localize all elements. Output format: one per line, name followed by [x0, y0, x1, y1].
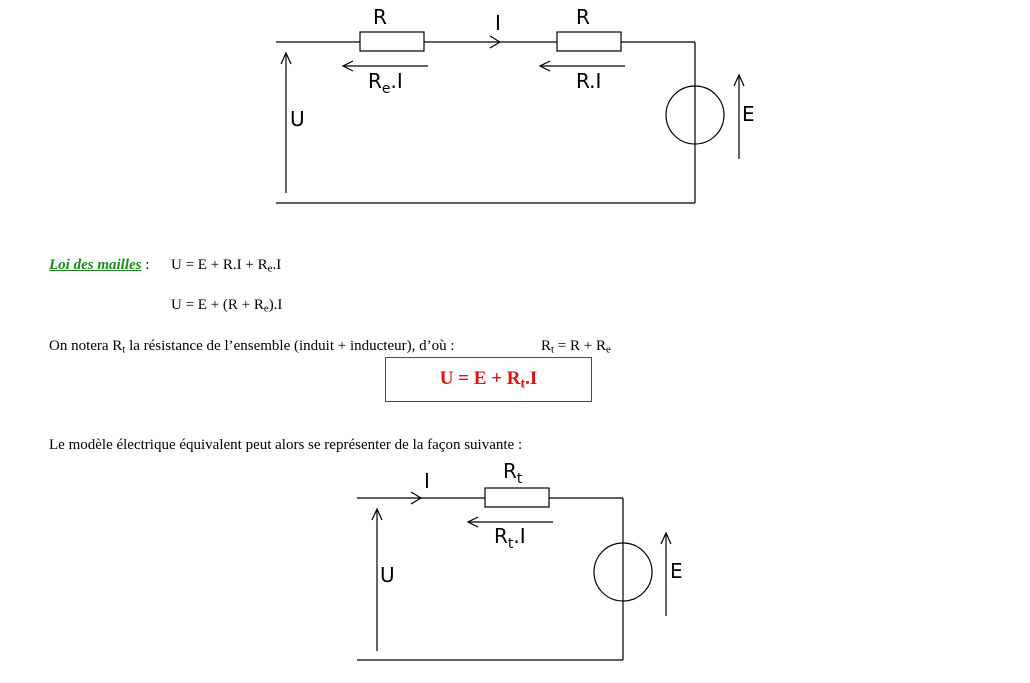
resistor-Rt — [484, 487, 550, 508]
label-Rt: Rt — [503, 459, 523, 487]
rt-definition: Rt = R + Re — [541, 338, 611, 356]
voltage-E-arrowhead — [660, 531, 672, 545]
drop-left-arrowhead — [341, 60, 354, 72]
voltage-U-arrowhead — [280, 51, 292, 65]
label-drop-left: Re.I — [368, 69, 403, 97]
label-E: E — [742, 102, 755, 126]
label-R-right: R — [576, 5, 590, 29]
law-colon: : — [141, 257, 150, 273]
circuit-1 — [276, 31, 745, 204]
voltage-E-arrowhead — [733, 73, 745, 87]
label-U: U — [380, 563, 395, 587]
label-current-I: I — [424, 469, 430, 493]
voltage-U-arrowhead — [371, 507, 383, 521]
model-sentence: Le modèle électrique équivalent peut alo… — [49, 437, 523, 453]
current-arrowhead — [489, 35, 502, 49]
resistor-right — [556, 31, 622, 52]
label-drop-Rt: Rt.I — [494, 524, 526, 552]
equation-2: U = E + (R + Re).I — [171, 297, 283, 315]
circuit-2 — [357, 487, 672, 661]
label-drop-right: R.I — [576, 69, 601, 93]
label-current-I: I — [495, 11, 501, 35]
label-E: E — [670, 559, 683, 583]
note-line: On notera Rt la résistance de l’ensemble… — [49, 338, 455, 356]
law-line: Loi des mailles : U = E + R.I + Re.I — [49, 257, 281, 274]
equation-1: U = E + R.I + Re.I — [171, 257, 282, 275]
drop-right-arrowhead — [538, 60, 551, 72]
label-U: U — [290, 107, 305, 131]
boxed-equation: U = E + Rt.I — [439, 368, 538, 391]
resistor-left — [359, 31, 425, 52]
drop-arrowhead — [466, 516, 479, 528]
current-arrowhead — [410, 491, 423, 505]
law-title: Loi des mailles — [49, 257, 142, 273]
label-R-left: R — [373, 5, 387, 29]
result-box: U = E + Rt.I — [385, 357, 592, 402]
